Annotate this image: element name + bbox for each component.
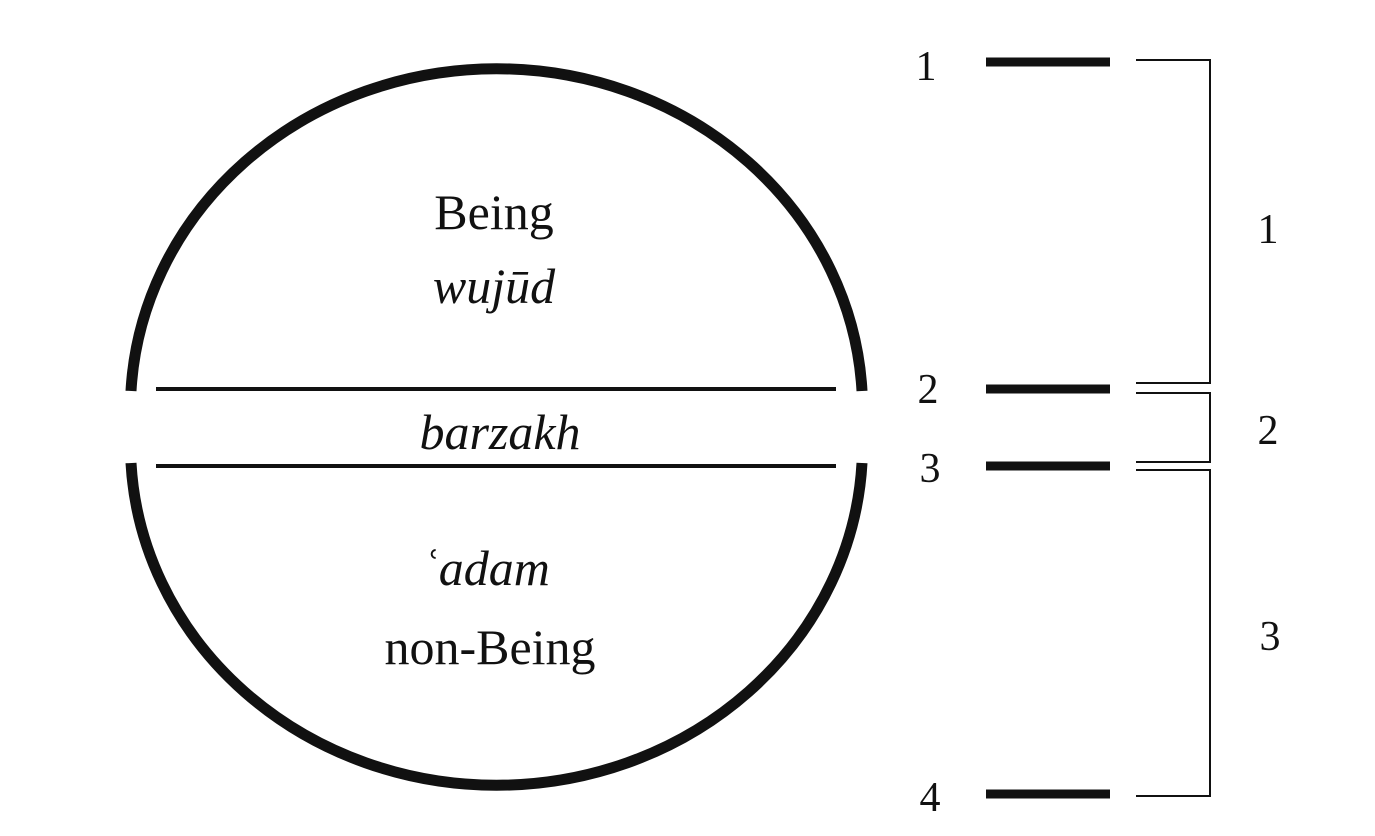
barzakh-label: barzakh [419,404,580,460]
being-label: Being [434,184,553,240]
lower-circle-arc [125,462,868,791]
bracket-span-2 [1136,392,1211,463]
span-number-2: 2 [1258,408,1279,454]
bracket-span-3 [1136,469,1211,797]
bracket-span-1 [1136,59,1211,384]
span-number-3: 3 [1260,614,1281,660]
span-number-1: 1 [1258,207,1279,253]
level-number-4: 4 [920,775,941,821]
level-number-1: 1 [916,44,937,90]
level-number-2: 2 [918,367,939,413]
non-being-label: non-Being [384,619,595,675]
level-number-3: 3 [920,446,941,492]
wujud-label: wujūd [433,258,556,314]
adam-label: ʿadam [422,540,550,596]
upper-circle-arc [125,63,868,392]
